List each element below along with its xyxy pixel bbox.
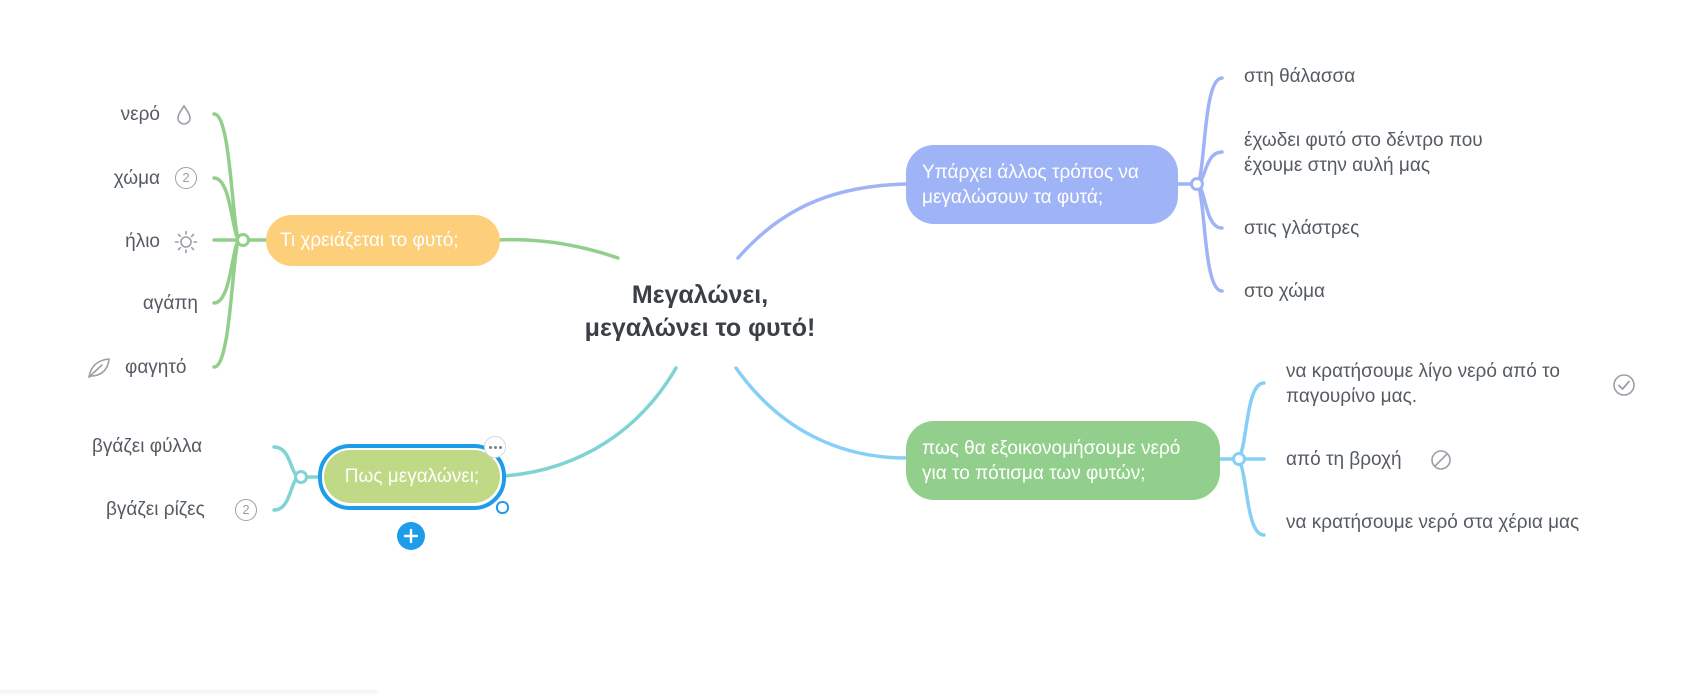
topic-save-label: πως θα εξοικονομήσουμε νερό για το πότισ… [922,437,1181,484]
subtopic-hands[interactable]: να κρατήσουμε νερό στα χέρια μας [1286,512,1580,533]
connector-save [734,366,908,460]
topic-save[interactable]: πως θα εξοικονομήσουμε νερό για το πότισ… [906,421,1220,500]
subtopic-sea[interactable]: στη θάλασσα [1244,66,1356,87]
central-topic-line1: Μεγαλώνει, [631,281,769,309]
central-topic[interactable]: Μεγαλώνει, μεγαλώνει το φυτό! [560,279,840,345]
selection-frame [318,444,506,510]
subtopic-soil[interactable]: χώμα [113,168,160,189]
priority-2-icon: 2 [175,167,197,189]
add-topic-button[interactable] [397,522,425,550]
subtopic-bottle[interactable]: να κρατήσουμε λίγο νερό από το παγουρίνο… [1286,361,1560,407]
topic-needs[interactable]: Τι χρειάζεται το φυτό; [266,215,500,266]
topic-grow[interactable]: Πως μεγαλώνει; [324,450,500,503]
subtopic-water[interactable]: νερό [120,104,160,125]
subtopic-tree[interactable]: έχωδει φυτό στο δέντρο που έχουμε στην α… [1244,130,1483,176]
subtopic-roots[interactable]: βγάζει ρίζες [106,499,205,520]
more-options-button[interactable] [484,436,506,458]
collapse-toggle-grow[interactable] [294,470,308,484]
connector-needs [496,237,620,260]
topic-other-label: Υπάρχει άλλος τρόπος να μεγαλώσουν τα φυ… [922,161,1139,208]
subtopic-leaves[interactable]: βγάζει φύλλα [92,436,203,457]
subtopic-pots[interactable]: στις γλάστρες [1244,218,1360,239]
topic-other[interactable]: Υπάρχει άλλος τρόπος να μεγαλώσουν τα φυ… [906,145,1178,224]
connector-other [736,182,908,260]
subtopic-love[interactable]: αγάπη [142,293,198,314]
resize-handle[interactable] [496,501,509,514]
subtopic-food[interactable]: φαγητό [125,357,187,378]
check-circle-icon [1613,374,1635,396]
connector-grow [502,366,678,478]
plus-icon [404,529,418,543]
sun-icon [174,230,198,254]
collapse-toggle-save[interactable] [1232,452,1246,466]
subtopic-ground[interactable]: στο χώμα [1244,281,1326,302]
subtopic-sun[interactable]: ήλιο [125,231,160,252]
priority-2-icon: 2 [235,499,257,521]
collapse-toggle-needs[interactable] [236,233,250,247]
prohibited-icon [1431,450,1451,470]
subtopic-rain[interactable]: από τη βροχή [1286,449,1402,470]
bottom-panel-edge [0,690,380,696]
leaf-icon [88,358,110,378]
water-drop-icon [177,104,191,125]
collapse-toggle-other[interactable] [1190,177,1204,191]
topic-grow-label: Πως μεγαλώνει; [344,466,480,487]
central-topic-line2: μεγαλώνει το φυτό! [584,314,816,342]
topic-needs-label: Τι χρειάζεται το φυτό; [280,230,459,251]
